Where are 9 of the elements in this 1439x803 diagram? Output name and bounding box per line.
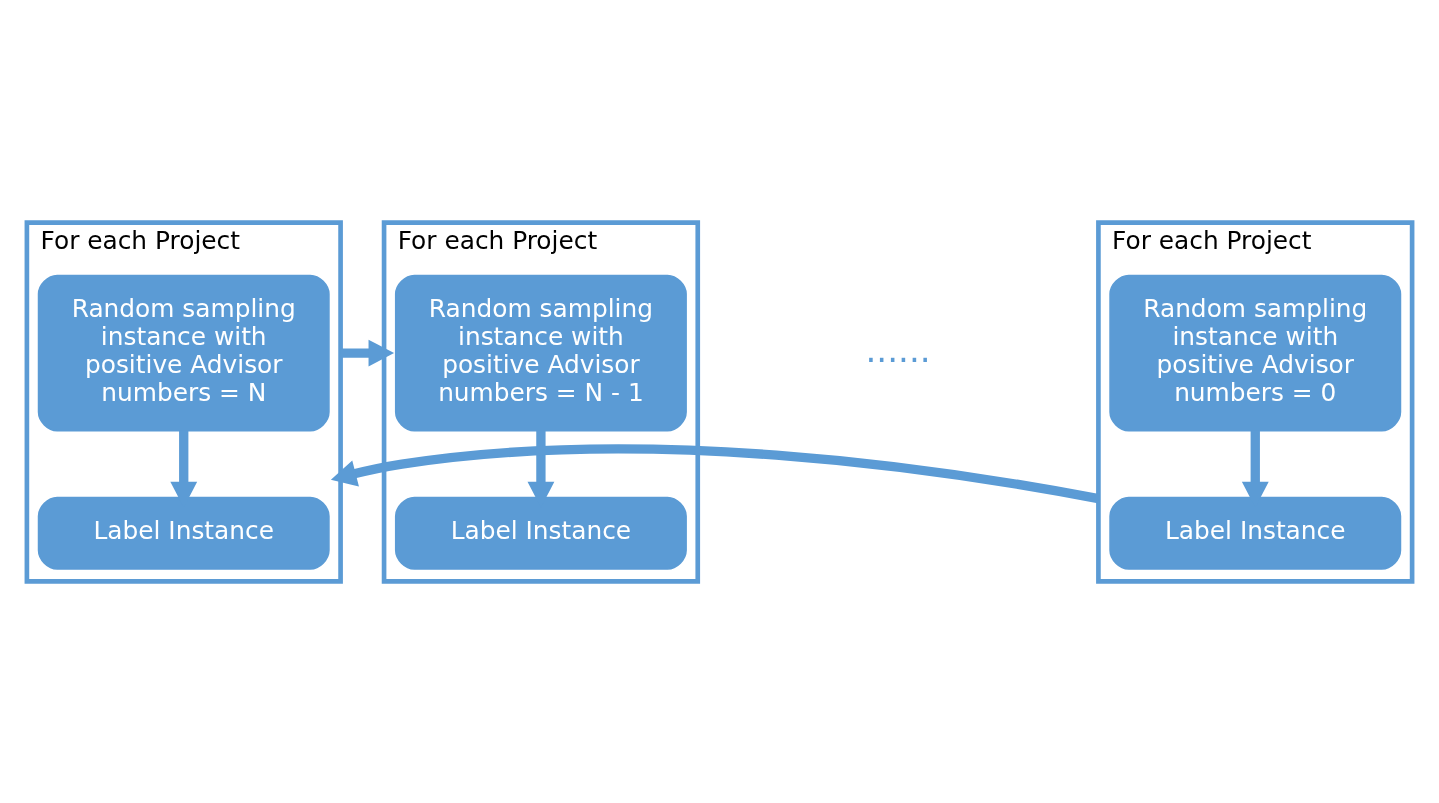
node-box: Random sampling instance with positive Advisor numbers = N <box>37 274 330 431</box>
node-box: Label Instance <box>1109 496 1402 570</box>
node-box: Random sampling instance with positive Advisor numbers = 0 <box>1109 274 1402 431</box>
arrow <box>330 444 1100 503</box>
node-box: Label Instance <box>37 496 330 570</box>
node-box: Random sampling instance with positive Advisor numbers = N - 1 <box>394 274 687 431</box>
arrow <box>340 339 395 366</box>
label: ...... <box>865 329 931 370</box>
node-box: Label Instance <box>394 496 687 570</box>
